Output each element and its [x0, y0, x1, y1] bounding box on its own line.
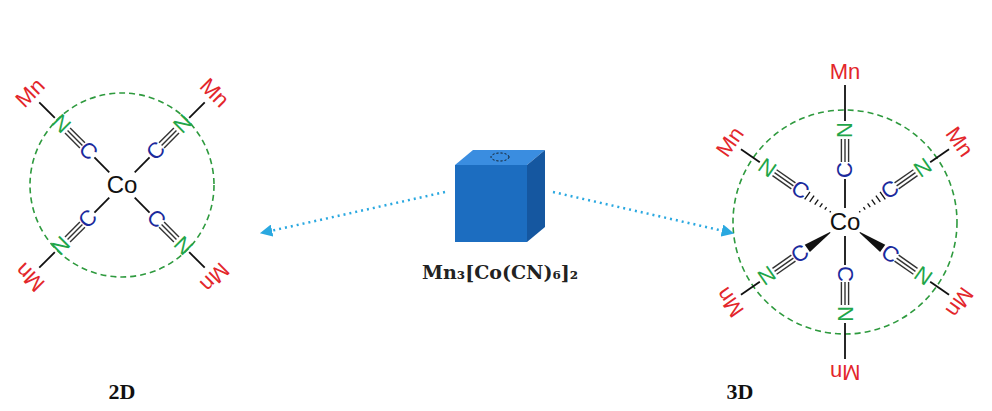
hashed-bond [815, 200, 819, 205]
single-bond [39, 102, 55, 118]
triple-bond [164, 133, 179, 148]
nitrogen-atom: N [832, 122, 858, 138]
panel-label: 2D [109, 379, 136, 405]
dotted-arrow [553, 192, 728, 232]
single-bond [94, 157, 109, 172]
triple-bond [844, 139, 845, 162]
single-bond [189, 102, 205, 118]
hashed-bond [810, 196, 814, 202]
wedge-bond [859, 232, 885, 252]
single-bond [189, 252, 205, 268]
wedge-bond [805, 232, 831, 252]
single-bond [741, 149, 760, 162]
triple-bond [159, 227, 174, 242]
dashed-circle [733, 110, 957, 334]
single-bond [844, 236, 846, 265]
hashed-bond [876, 196, 880, 202]
hashed-bond [868, 203, 871, 207]
triple-bond [772, 255, 791, 268]
hashed-bond [820, 203, 823, 207]
metal-atom: Co [830, 208, 861, 236]
dashed-circle [30, 93, 214, 277]
triple-bond [841, 139, 842, 162]
panel-label: 3D [727, 379, 754, 405]
manganese-atom: Mn [711, 122, 750, 162]
triple-bond [844, 282, 845, 305]
triple-bond [848, 282, 849, 305]
metal-atom: Co [107, 171, 138, 199]
dashed-pore [491, 153, 509, 161]
dotted-arrow [266, 192, 445, 232]
hashed-bond [863, 207, 865, 210]
formula-label: Mn₃[Co(CN)₆]₂ [422, 261, 578, 283]
triple-bond [899, 176, 918, 189]
manganese-atom: Mn [830, 359, 861, 385]
manganese-atom: Mn [940, 282, 979, 322]
single-bond [844, 323, 846, 359]
single-bond [844, 85, 846, 121]
single-bond [741, 282, 760, 295]
triple-bond [841, 282, 842, 305]
carbon-atom: C [832, 162, 858, 178]
single-bond [844, 179, 846, 208]
triple-bond [895, 261, 914, 274]
cube-side [527, 150, 545, 242]
single-bond [135, 198, 150, 213]
single-bond [135, 157, 150, 172]
manganese-atom: Mn [940, 122, 979, 162]
nitrogen-atom: N [832, 306, 858, 322]
triple-bond [70, 128, 85, 143]
single-bond [930, 282, 949, 295]
carbon-atom: C [832, 266, 858, 282]
single-bond [930, 149, 949, 162]
hashed-bond [872, 200, 876, 205]
triple-bond [848, 139, 849, 162]
cube-front [455, 165, 527, 242]
triple-bond [65, 222, 80, 237]
manganese-atom: Mn [830, 59, 861, 85]
triple-bond [777, 170, 796, 183]
single-bond [94, 198, 109, 213]
single-bond [39, 252, 55, 268]
hashed-bond [825, 207, 827, 210]
manganese-atom: Mn [711, 282, 750, 322]
